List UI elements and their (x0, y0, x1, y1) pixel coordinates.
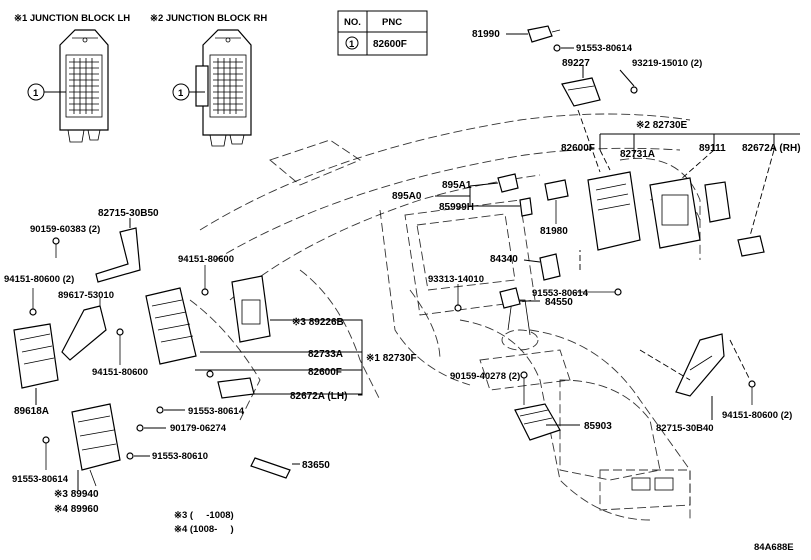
part-group-center-left (145, 265, 363, 399)
svg-text:1: 1 (33, 88, 39, 99)
label-91553-80614-bl: 91553-80614 (12, 474, 69, 485)
label-84550: 84550 (545, 297, 573, 308)
label-82600f-l: 82600F (308, 367, 342, 378)
label-89617: 89617-53010 (58, 290, 114, 301)
label-82715-30b50: 82715-30B50 (98, 208, 159, 219)
label-895a1: 895A1 (442, 180, 472, 191)
label-85999h: 85999H (439, 202, 474, 213)
label-89111: 89111 (699, 143, 726, 154)
label-895a0: 895A0 (392, 191, 422, 202)
inset-rh-title: ※2 JUNCTION BLOCK RH (150, 13, 267, 24)
part-group-upper-right (506, 25, 800, 257)
label-85903: 85903 (584, 421, 612, 432)
label-94151-80600-r2: 94151-80600 (2) (722, 410, 792, 421)
pnc-row-pnc: 82600F (373, 39, 407, 50)
footnotes: ※3 ( -1008) ※4 (1008- ) (174, 510, 234, 535)
svg-text:1: 1 (178, 88, 184, 99)
inset-junction-block-rh: ※2 JUNCTION BLOCK RH 1 (150, 13, 267, 147)
pnc-header-no: NO. (344, 17, 361, 28)
label-93219: 93219-15010 (2) (632, 58, 702, 69)
inset-junction-block-lh: ※1 JUNCTION BLOCK LH 1 (14, 13, 130, 143)
label-89618a: 89618A (14, 406, 49, 417)
label-82731a: 82731A (620, 149, 655, 160)
part-labels: 81990 91553-80614 89227 93219-15010 (2) … (4, 29, 801, 515)
figure-code: 84A688E (754, 542, 794, 553)
label-82730f: ※1 82730F (366, 353, 417, 364)
pnc-row-no: 1 (349, 39, 355, 50)
label-81980: 81980 (540, 226, 568, 237)
label-83650: 83650 (302, 460, 330, 471)
label-90159-40278: 90159-40278 (2) (450, 371, 520, 382)
label-82600f-r: 82600F (561, 143, 595, 154)
label-82733a: 82733A (308, 349, 343, 360)
part-group-left (13, 218, 300, 490)
label-94151-80600-l: 94151-80600 (92, 367, 148, 378)
part-group-right-lower (639, 333, 756, 420)
label-90159-60383: 90159-60383 (2) (30, 224, 100, 235)
label-82672a-lh: 82672A (LH) (290, 391, 347, 402)
label-81990: 81990 (472, 29, 500, 40)
label-94151-80600-top: 94151-80600 (178, 254, 234, 265)
label-89226b: ※3 89226B (292, 317, 344, 328)
label-82730e: ※2 82730E (636, 120, 688, 131)
label-93313: 93313-14010 (428, 274, 484, 285)
label-89960: ※4 89960 (54, 504, 99, 515)
label-84340: 84340 (490, 254, 518, 265)
part-group-center (435, 173, 622, 441)
label-91553-80614-low: 91553-80614 (188, 406, 245, 417)
footnote-3: ※3 ( -1008) (174, 510, 234, 521)
footnote-4: ※4 (1008- ) (174, 524, 234, 535)
label-89940: ※3 89940 (54, 489, 99, 500)
pnc-header-pnc: PNC (382, 17, 402, 28)
label-91553-80610: 91553-80610 (152, 451, 208, 462)
label-94151-80600-l2: 94151-80600 (2) (4, 274, 74, 285)
label-82672a-rh: 82672A (RH) (742, 143, 801, 154)
label-91553-80614-top: 91553-80614 (576, 43, 633, 54)
pnc-table: NO. PNC 1 82600F (337, 10, 428, 56)
label-89227: 89227 (562, 58, 590, 69)
label-82715-30b40: 82715-30B40 (656, 423, 714, 434)
label-91553-80614-mid: 91553-80614 (532, 288, 589, 299)
inset-lh-title: ※1 JUNCTION BLOCK LH (14, 13, 130, 24)
label-90179: 90179-06274 (170, 423, 227, 434)
